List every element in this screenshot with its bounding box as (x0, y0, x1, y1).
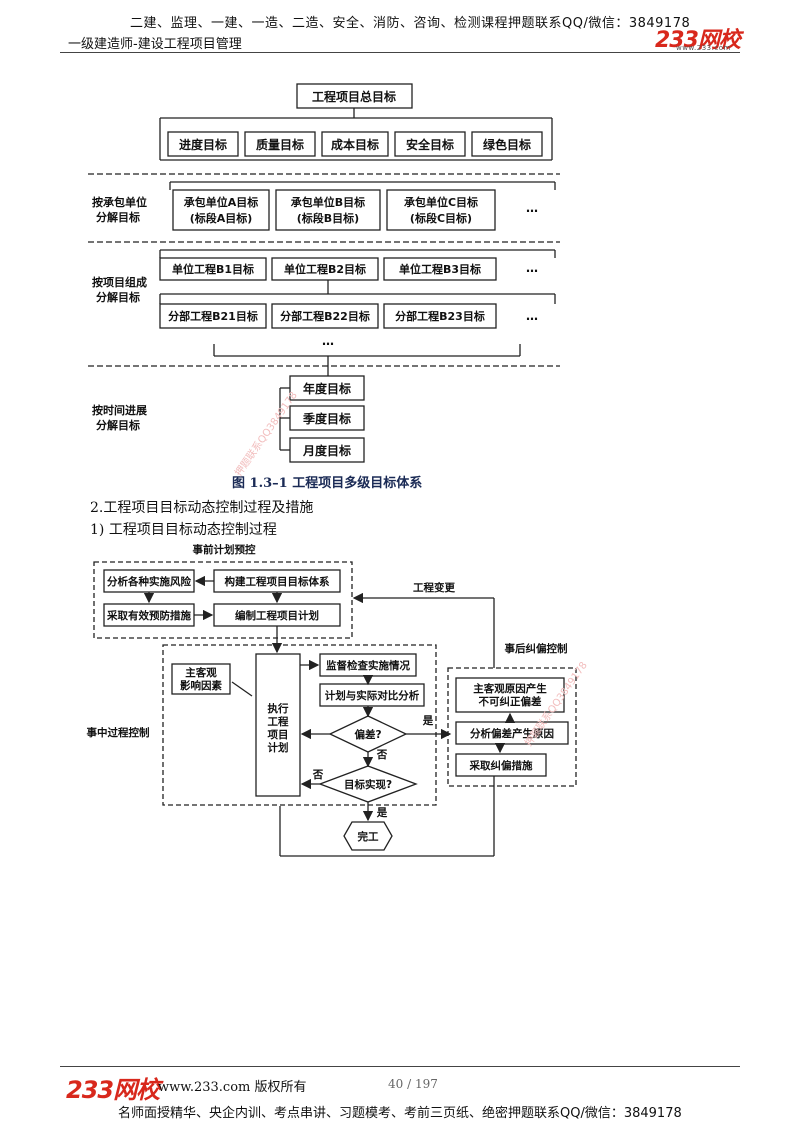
group-mid-label: 事中过程控制 (87, 726, 150, 739)
build-system-node: 构建工程项目目标体系 (225, 575, 330, 588)
yes-label: 是 (422, 715, 434, 727)
execute-node: 执行 (268, 702, 289, 715)
footer-copyright: www.233.com 版权所有 (158, 1080, 307, 1095)
execute-node: 工程 (268, 715, 289, 728)
contractor-goal-sub: (标段A目标) (190, 211, 253, 225)
group-pre-label: 事前计划预控 (193, 543, 256, 556)
side-label: 按承包单位 (92, 195, 147, 209)
header-logo-url: www.233.com (676, 44, 731, 52)
correct-node: 采取纠偏措施 (469, 759, 533, 772)
factors-node: 影响因素 (180, 679, 222, 692)
deviation-decision: 偏差? (354, 728, 381, 741)
factors-node: 主客观 (185, 666, 217, 679)
ellipsis: … (526, 201, 538, 215)
goal-hierarchy-diagram: 工程项目总目标 进度目标 质量目标 成本目标 安全目标 绿色目标 承包单位A目标… (88, 83, 560, 463)
uncorrectable-node: 不可纠正偏差 (479, 695, 542, 708)
figure1-caption: 图 1.3–1 工程项目多级目标体系 (232, 476, 423, 491)
section-heading: 2.工程项目目标动态控制过程及措施 (90, 500, 314, 516)
header-logo: 233网校 (655, 28, 741, 53)
footer-divider (60, 1066, 740, 1067)
contractor-goal: 承包单位B目标 (291, 195, 365, 209)
execute-node: 项目 (268, 729, 289, 741)
sub-project-goal: 分部工程B22目标 (280, 309, 370, 323)
side-label: 分解目标 (96, 418, 140, 432)
make-plan-node: 编制工程项目计划 (235, 609, 319, 622)
side-label: 按时间进展 (92, 403, 148, 417)
sub-project-goal: 分部工程B23目标 (395, 309, 485, 323)
side-label: 分解目标 (96, 290, 140, 304)
analyze-cause-node: 分析偏差产生原因 (470, 727, 554, 740)
contractor-goal: 承包单位A目标 (184, 195, 259, 209)
contractor-goal-sub: (标段B目标) (297, 211, 359, 225)
ellipsis: … (322, 334, 334, 348)
goal-row1-item: 绿色目标 (483, 137, 531, 152)
contractor-goal: 承包单位C目标 (404, 195, 478, 209)
uncorrectable-node: 主客观原因产生 (473, 682, 547, 695)
footer-promo: 名师面授精华、央企内训、考点串讲、习题模考、考前三页纸、绝密押题联系QQ/微信：… (118, 1106, 682, 1121)
total-goal-label: 工程项目总目标 (312, 89, 396, 104)
side-label: 分解目标 (96, 210, 140, 224)
goal-row1-item: 安全目标 (406, 137, 454, 152)
group-post-label: 事后纠偏控制 (505, 642, 568, 655)
ellipsis: … (526, 261, 538, 275)
no-label: 否 (312, 769, 324, 781)
no-label: 否 (376, 749, 388, 761)
unit-project-goal: 单位工程B1目标 (172, 262, 254, 276)
time-goal: 月度目标 (302, 443, 351, 458)
sub-project-goal: 分部工程B21目标 (168, 309, 258, 323)
section-subheading: 1) 工程项目目标动态控制过程 (90, 522, 277, 538)
change-label: 工程变更 (413, 581, 455, 594)
side-label: 按项目组成 (92, 275, 147, 289)
compare-node: 计划与实际对比分析 (325, 689, 420, 702)
analyze-risk-node: 分析各种实施风险 (107, 575, 191, 588)
footer-logo: 233网校 (66, 1076, 160, 1104)
goal-row1-item: 进度目标 (179, 137, 227, 152)
unit-project-goal: 单位工程B3目标 (399, 262, 481, 276)
yes-label: 是 (376, 807, 388, 819)
page-number: 40 / 197 (388, 1077, 438, 1091)
unit-project-goal: 单位工程B2目标 (284, 262, 366, 276)
goal-row1-item: 成本目标 (331, 137, 379, 152)
done-node: 完工 (358, 830, 379, 843)
header-promo: 二建、监理、一建、一造、二造、安全、消防、咨询、检测课程押题联系QQ/微信：38… (130, 16, 691, 31)
execute-node: 计划 (268, 741, 289, 754)
ellipsis: … (526, 309, 538, 323)
goal-decision: 目标实现? (344, 778, 392, 791)
header-subtitle: 一级建造师-建设工程项目管理 (68, 37, 242, 52)
monitor-node: 监督检查实施情况 (326, 659, 410, 672)
prevent-node: 采取有效预防措施 (106, 609, 191, 622)
contractor-goal-sub: (标段C目标) (410, 211, 472, 225)
goal-row1-item: 质量目标 (256, 137, 304, 152)
dynamic-control-flowchart: 事前计划预控 分析各种实施风险 构建工程项目目标体系 采取有效预防措施 编制工程… (87, 543, 577, 857)
time-goal: 季度目标 (302, 411, 351, 426)
time-goal: 年度目标 (303, 381, 351, 396)
header-divider (60, 52, 740, 53)
